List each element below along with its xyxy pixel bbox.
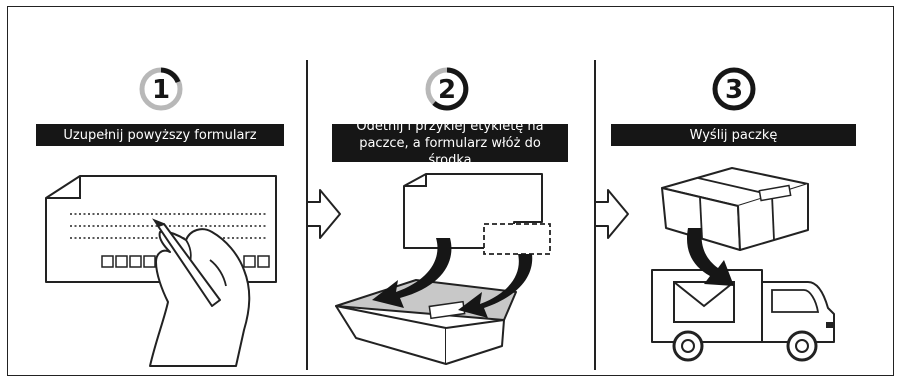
step-2-label: Odetnij i przyklej etykietę na paczce, a… [332,119,568,168]
step-number: 1 [152,75,170,105]
step-1-number-badge: 1 [139,67,183,111]
box-with-label-illustration [335,173,551,365]
step-number: 3 [725,75,743,105]
step-3-label: Wyślij paczkę [611,124,856,146]
step-3-number-badge: 3 [712,67,756,111]
form-with-hand-illustration [45,175,277,367]
step-2-number-badge: 2 [425,67,469,111]
parcel-and-van-illustration [651,167,835,362]
divider-2 [594,60,596,370]
arrow-right-icon [596,189,629,239]
step-1-label: Uzupełnij powyższy formularz [36,124,284,146]
arrow-right-icon [308,189,341,239]
divider-1 [306,60,308,370]
step-number: 2 [438,75,456,105]
